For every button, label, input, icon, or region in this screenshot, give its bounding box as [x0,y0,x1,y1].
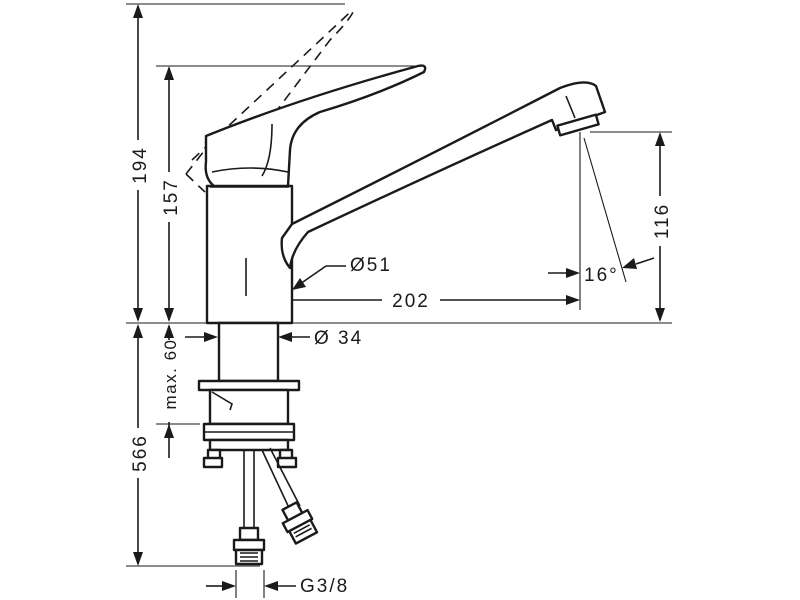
hose-fitting-right [281,501,319,545]
spout-tip-detail [565,95,576,119]
hose-fitting-left-nut [232,538,266,552]
label-spout-angle: 16° [584,265,619,286]
lever-base-line [211,167,289,173]
arrow-head [278,332,292,342]
arrow-head [133,4,143,18]
hose-fitting-left [238,526,260,542]
shank [217,321,280,383]
arrow-head [164,324,174,338]
angle-leader-right [635,257,655,265]
bolt-right-nut [276,456,298,469]
mounting-nut [208,388,290,426]
spout-angle-line [583,137,627,283]
arrow-head [164,308,174,322]
arrow-head [133,552,143,566]
label-mask [159,172,181,222]
arrow-head [566,295,580,305]
arrow-head [264,581,278,591]
label-spout-diameter: Ø51 [350,255,392,276]
lever-detail [261,123,273,177]
arrow-head [622,258,637,269]
mounting-clip [211,391,233,411]
faucet-body [205,184,294,325]
fitting-thread [288,518,319,545]
label-total-height: 194 [130,146,151,184]
hose-right [261,447,301,511]
thread-line [295,527,312,538]
arrow-head [164,424,174,438]
diameter-51-leader [299,265,327,285]
arrow-head [133,324,143,338]
mounting-washer [197,379,301,392]
label-shank-diameter: Ø 34 [314,328,363,349]
label-body-height: 157 [161,178,182,216]
arrow-head [655,308,665,322]
lever-handle [204,64,427,188]
arrow-head [566,268,580,278]
label-mask [128,140,150,190]
label-max-counter: max. 60 [161,339,180,410]
arrow-head [292,278,306,290]
spout [280,81,607,270]
arrow-head [164,66,174,80]
thread-line [293,524,311,534]
label-connection: G3/8 [300,576,349,597]
lever-open-position-base [185,145,209,193]
label-mask [382,288,440,312]
label-mask [650,196,672,246]
aerator [556,113,600,137]
label-spout-reach: 202 [392,291,430,312]
arrow-head [222,581,236,591]
bolt-left-nut [202,456,224,469]
label-spout-height: 116 [652,203,673,239]
label-hose-length: 566 [130,434,151,472]
arrow-head [133,308,143,322]
base-plate [208,438,290,452]
lever-open-position-outline [191,10,354,171]
arrow-head [655,132,665,146]
label-mask [128,428,150,478]
arrow-head [204,332,218,342]
